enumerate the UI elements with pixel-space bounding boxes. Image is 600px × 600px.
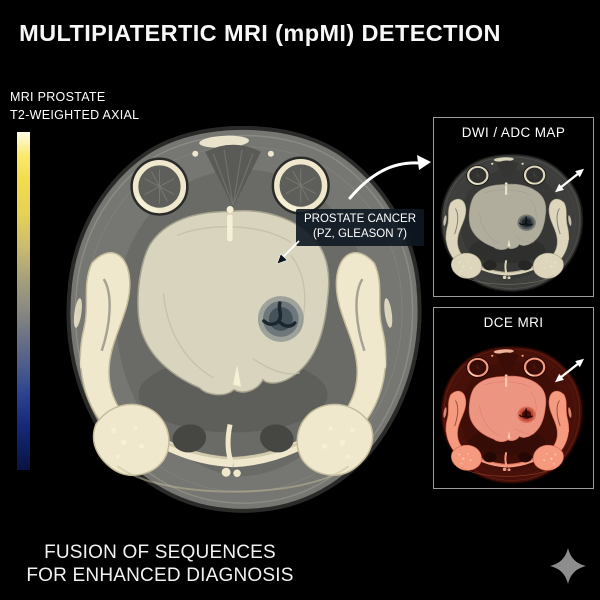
callout-line2: (PZ, GLEASON 7)	[313, 227, 407, 240]
dce-mri-panel: DCE MRI	[433, 307, 594, 489]
double-arrow-icon	[553, 167, 586, 194]
intensity-colorbar	[17, 132, 30, 470]
footer-line1: FUSION OF SEQUENCES	[44, 542, 276, 563]
dwi-adc-panel: DWI / ADC MAP	[433, 117, 594, 297]
footer-caption: FUSION OF SEQUENCES FOR ENHANCED DIAGNOS…	[6, 541, 314, 587]
footer-line2: FOR ENHANCED DIAGNOSIS	[26, 565, 294, 587]
sequence-label-line1: MRI PROSTATE	[10, 90, 106, 104]
double-arrow-icon	[553, 357, 586, 384]
sparkle-icon	[550, 548, 586, 584]
prostate-cancer-callout: PROSTATE CANCER (PZ, GLEASON 7)	[296, 209, 424, 246]
page-title: MULTIPIATERTIC MRI (mpMI) DETECTION	[19, 20, 501, 46]
dce-panel-label: DCE MRI	[483, 315, 544, 330]
dwi-panel-label: DWI / ADC MAP	[461, 125, 566, 140]
sequence-label-line2: T2-WEIGHTED AXIAL	[10, 108, 140, 123]
t2-axial-scan	[58, 96, 436, 524]
main-sequence-label: MRI PROSTATE T2-WEIGHTED AXIAL	[10, 88, 139, 124]
callout-line1: PROSTATE CANCER	[303, 213, 417, 225]
